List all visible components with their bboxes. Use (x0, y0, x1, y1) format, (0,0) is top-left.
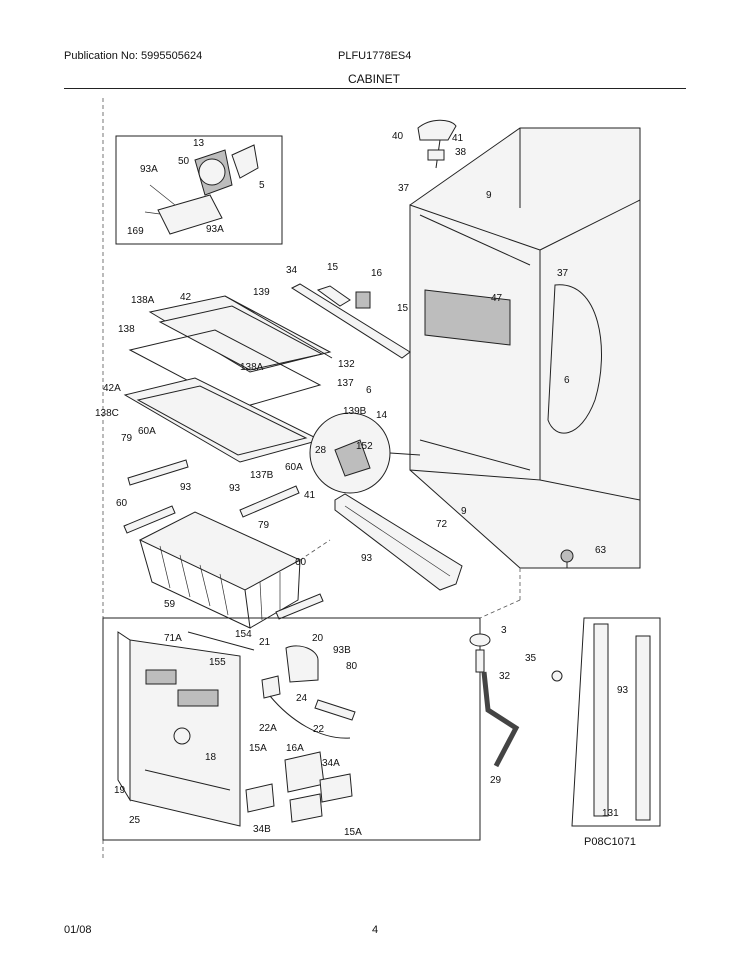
callout-37: 37 (398, 183, 410, 194)
fan-inset-box (115, 135, 283, 245)
callout-16A: 16A (286, 743, 304, 754)
footer-page-number: 4 (372, 924, 379, 936)
basket-slides (123, 459, 324, 620)
callout-5: 5 (259, 180, 265, 191)
callout-18: 18 (205, 752, 217, 763)
callout-138C: 138C (95, 408, 119, 419)
thermostat-knob (417, 119, 457, 169)
kick-plate (334, 493, 463, 591)
callout-40: 40 (392, 131, 404, 142)
glass-shelves (123, 295, 333, 463)
callout-28: 28 (315, 445, 327, 456)
callout-13: 13 (193, 138, 205, 149)
screw-63 (560, 549, 574, 568)
fan-motor-assembly (144, 144, 259, 235)
callout-42: 42 (180, 292, 192, 303)
callout-139B: 139B (343, 406, 367, 417)
callout-34: 34 (286, 265, 298, 276)
callout-6: 6 (366, 385, 372, 396)
callout-131: 131 (602, 808, 619, 819)
callout-139: 139 (253, 287, 270, 298)
callout-22A: 22A (259, 723, 277, 734)
callout-24: 24 (296, 693, 308, 704)
callout-35: 35 (525, 653, 537, 664)
callout-80: 80 (346, 661, 358, 672)
callout-19: 19 (114, 785, 126, 796)
callout-60: 60 (116, 498, 128, 509)
wire-basket (138, 511, 302, 629)
callout-137B: 137B (250, 470, 274, 481)
callout-155: 155 (209, 657, 226, 668)
callout-59: 59 (164, 599, 176, 610)
callout-152: 152 (356, 441, 373, 452)
channel-strip (593, 623, 651, 821)
callout-72: 72 (436, 519, 448, 530)
callout-34B: 34B (253, 824, 271, 835)
callout-138A: 138A (131, 295, 155, 306)
callout-9: 9 (486, 190, 492, 201)
callout-50: 50 (178, 156, 190, 167)
callout-41-b: 41 (304, 490, 316, 501)
callout-93-b: 93 (229, 483, 241, 494)
cabinet-body (409, 127, 641, 569)
callout-32: 32 (499, 671, 511, 682)
callout-21: 21 (259, 637, 271, 648)
callout-16: 16 (371, 268, 383, 279)
callout-79: 79 (121, 433, 133, 444)
shelf-rails (290, 283, 411, 359)
control-liner (117, 631, 356, 827)
callout-29: 29 (490, 775, 502, 786)
callout-22: 22 (313, 724, 325, 735)
leader-dash-2 (479, 599, 521, 619)
callout-79-b: 79 (258, 520, 270, 531)
header-divider (64, 88, 686, 89)
callout-47: 47 (491, 293, 503, 304)
callout-63: 63 (595, 545, 607, 556)
callout-15: 15 (327, 262, 339, 273)
publication-number: Publication No: 5995505624 (64, 50, 203, 62)
callout-15-b: 15 (397, 303, 409, 314)
callout-154: 154 (235, 629, 252, 640)
callout-15A-b: 15A (344, 827, 362, 838)
callout-93B: 93B (333, 645, 351, 656)
hinge-detail-circle (309, 412, 421, 494)
callout-9-bottom: 9 (461, 506, 467, 517)
callout-34A: 34A (322, 758, 340, 769)
section-title: CABINET (348, 72, 401, 86)
callout-93: 93 (180, 482, 192, 493)
callout-60A: 60A (138, 426, 156, 437)
callout-138A-b: 138A (240, 362, 264, 373)
channel-inset-box (571, 617, 661, 827)
drain-assembly (469, 633, 563, 768)
callout-71A: 71A (164, 633, 182, 644)
callout-38: 38 (455, 147, 467, 158)
liner-inset-box (102, 617, 481, 841)
callout-3: 3 (501, 625, 507, 636)
callout-93A: 93A (140, 164, 158, 175)
callout-93-d: 93 (617, 685, 629, 696)
callout-60A-b: 60A (285, 462, 303, 473)
diagram-code: P08C1071 (584, 836, 636, 848)
callout-14: 14 (376, 410, 388, 421)
callout-169: 169 (127, 226, 144, 237)
callout-15A: 15A (249, 743, 267, 754)
callout-20: 20 (312, 633, 324, 644)
callout-93A-lower: 93A (206, 224, 224, 235)
callout-138: 138 (118, 324, 135, 335)
leader-dash-3 (299, 539, 331, 561)
callout-42A: 42A (103, 383, 121, 394)
callout-60-b: 60 (295, 557, 307, 568)
callout-6-right: 6 (564, 375, 570, 386)
callout-137: 137 (337, 378, 354, 389)
callout-41: 41 (452, 133, 464, 144)
callout-132: 132 (338, 359, 355, 370)
callout-25: 25 (129, 815, 141, 826)
footer-date: 01/08 (64, 924, 92, 936)
model-number: PLFU1778ES4 (338, 50, 412, 62)
callout-37-right: 37 (557, 268, 569, 279)
callout-93-c: 93 (361, 553, 373, 564)
